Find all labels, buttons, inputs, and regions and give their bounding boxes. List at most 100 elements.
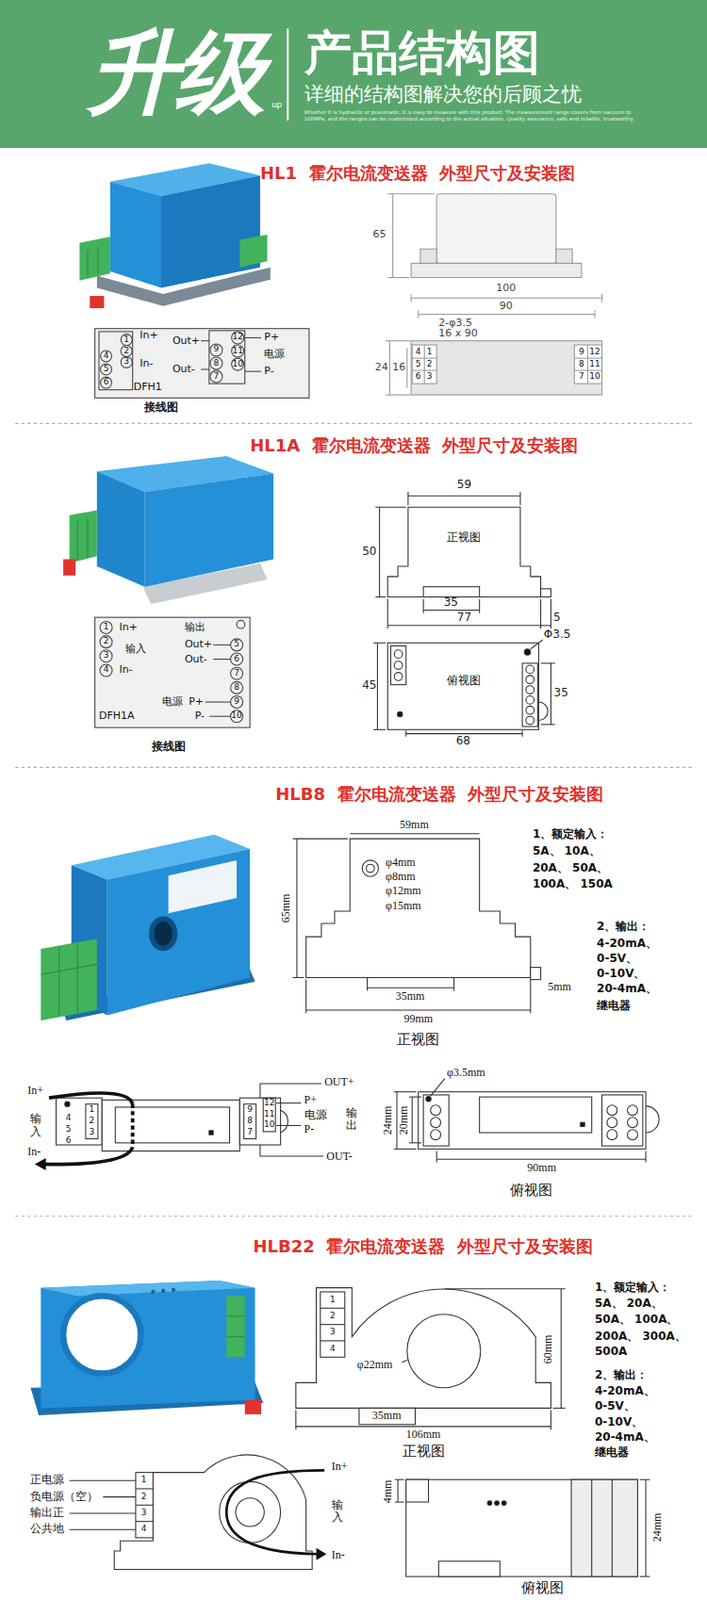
dimension-label: P- [304,1123,315,1136]
wiring-diagram [209,330,246,384]
dimension-label: In+ [331,1462,348,1475]
dimension-label: 输出正 [30,1507,65,1520]
pin-number: 8 [213,359,220,369]
top-view [550,663,552,725]
banner-note: Whether it is hydraulic or pneumatic, it… [304,109,644,123]
wiring-diagram [213,658,231,660]
spec-text: 200A、 300A、 [594,1331,687,1344]
front-view [387,193,435,195]
top-view [377,642,379,730]
vertical-label: 输入 [331,1499,344,1525]
product-photo [161,1289,165,1294]
front-view [411,263,582,278]
wiring-diagram [98,331,133,391]
wiring-diagram [231,331,245,345]
front-view [407,492,409,506]
front-view [560,1289,562,1410]
wiring-diagram [235,1498,264,1528]
front-view [529,980,531,1015]
pin-number: 7 [213,372,220,382]
product-photo [30,1281,264,1416]
section-title: HLB22 霍尔电流变送器 外型尺寸及安装图 [252,1237,592,1257]
top-view [526,696,535,706]
top-view [394,1479,405,1481]
pin-number: 10 [589,372,600,382]
spec-text: 0-5V、 [594,1401,636,1414]
pin-number: 8 [246,1117,253,1127]
product-photo [77,520,79,560]
front-view [387,507,541,597]
dimension-label: 68 [456,736,471,749]
top-view [494,1501,500,1507]
diagram-caption: 接线图 [144,402,179,415]
front-view [387,277,410,279]
front-view [387,624,541,626]
wiring-diagram [99,650,113,663]
spec-text: 0-5V、 [596,953,638,966]
diagram-caption: 接线图 [151,740,186,754]
wiring-diagram [210,370,223,383]
dimension-label: 50 [361,545,377,559]
pin-number: 1 [427,347,433,358]
product-photo [110,181,162,289]
pin-number: 6 [233,655,240,665]
top-view [611,1479,613,1578]
front-view [553,1408,566,1410]
view-caption: 正视图 [446,531,481,544]
front-view [366,864,376,873]
terminal-label: P- [195,710,205,723]
pin-number: 2 [89,1117,96,1127]
dimension-label: φ12mm [385,886,422,899]
front-view [320,1324,346,1326]
wiring-diagram [245,337,262,339]
top-view [526,716,535,725]
top-view [522,663,538,727]
wiring-diagram [95,328,310,399]
terminal-label: P+ [188,696,204,708]
top-view [417,310,419,319]
top-view [430,1079,445,1097]
pin-number: 6 [65,1136,72,1147]
terminal-label: P+ [263,331,280,344]
dimension-label: 20mm [397,1106,411,1136]
wiring-diagram [101,1100,240,1151]
wiring-diagram [210,344,223,357]
top-view [587,345,589,384]
terminal-label: Out+ [172,335,200,347]
front-view [423,587,480,598]
front-view [375,507,406,509]
wiring-diagram [209,716,231,718]
product-photo [168,860,238,914]
top-view [406,733,523,735]
front-view [420,248,437,264]
pin-number: 9 [233,697,240,707]
top-view [397,711,403,717]
dimension-label: 60mm [542,1334,556,1365]
drawing-box: 俯视图 [387,642,539,730]
current-arrow [226,1470,327,1561]
front-view [320,1308,346,1310]
front-view [408,495,521,497]
product-photo [148,916,178,952]
pin-number: 12 [263,1099,275,1109]
dimension-label: 99mm [403,1013,433,1026]
front-view [366,977,368,991]
pin-number: 2 [103,637,110,647]
product-photo [87,518,89,558]
product-photo [40,964,98,975]
product-photo [79,163,270,309]
view-caption: 俯视图 [521,1580,564,1597]
top-view [522,730,524,737]
pin-number: 3 [427,372,433,382]
top-view [373,642,386,644]
vertical-label: 输出 [345,1107,358,1133]
terminal-label: DFH1A [98,710,135,723]
terminal-label: Out- [172,363,196,376]
dimension-label: φ22mm [357,1359,394,1372]
top-view [418,313,595,315]
wiring-diagram [230,681,244,694]
wiring-diagram [263,1098,276,1133]
wiring-diagram [230,710,244,724]
top-view [607,1130,618,1141]
pin-number: 12 [589,347,600,358]
